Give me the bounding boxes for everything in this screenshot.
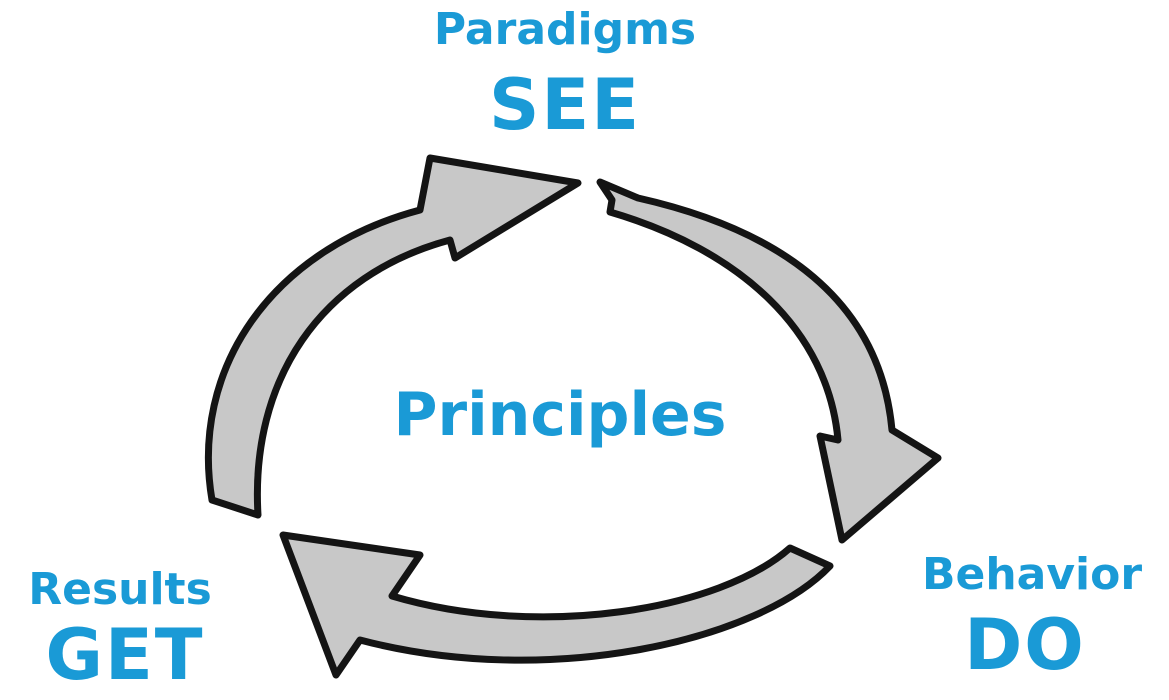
arrow-see-to-do xyxy=(596,178,942,544)
see-label: SEE xyxy=(488,64,642,146)
arrow-get-to-see xyxy=(204,154,582,519)
principles-label: Principles xyxy=(393,380,727,450)
behavior-label: Behavior xyxy=(921,549,1143,600)
get-label: GET xyxy=(45,614,205,696)
results-label: Results xyxy=(28,564,212,615)
paradigms-label: Paradigms xyxy=(433,4,697,55)
arrow-do-to-get xyxy=(279,531,834,679)
do-label: DO xyxy=(964,604,1086,686)
